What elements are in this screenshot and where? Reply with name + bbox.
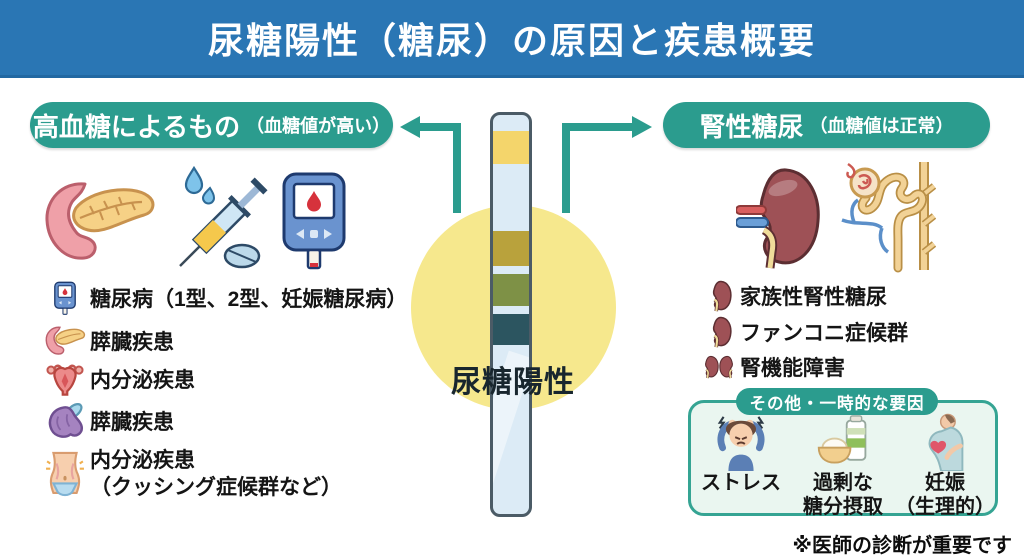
uterus-icon [40, 361, 90, 397]
other-factors-header: その他・一時的な要因 [736, 388, 938, 415]
arrow-left-icon [400, 116, 420, 138]
insulin-syringe-icon [172, 162, 270, 279]
strip-band-yellow [493, 131, 529, 164]
left-header-label: 高血糖によるもの [32, 111, 241, 142]
list-item-line2: （クッシング症候群など） [90, 476, 342, 499]
page-title: 尿糖陽性（糖尿）の原因と疾患概要 [207, 19, 816, 61]
kidneys-pair-icon [698, 352, 740, 382]
pregnancy-icon [920, 409, 970, 471]
stress-person-icon [710, 409, 772, 471]
list-item-label: 膵臓疾患 [90, 411, 174, 434]
strip-band-dark-teal [493, 314, 529, 345]
pancreas-icon [40, 323, 90, 359]
title-bar: 尿糖陽性（糖尿）の原因と疾患概要 [0, 0, 1024, 78]
right-header-label: 腎性糖尿 [699, 111, 804, 142]
spleen-icon [40, 403, 90, 439]
doctor-note: ※医師の診断が重要です [792, 535, 1012, 557]
other-factor-label: ストレス [701, 472, 781, 494]
right-header-note: （血糖値は正常） [809, 116, 954, 136]
left-section-header: 高血糖によるもの （血糖値が高い） [30, 102, 393, 148]
other-factor-label: 過剰な 糖分摂取 [803, 471, 883, 519]
strip-band-olive [493, 274, 529, 306]
list-item-label: 内分泌疾患 （クッシング症候群など） [90, 447, 342, 501]
list-item: 膵臓疾患 [40, 403, 174, 439]
right-section-header: 腎性糖尿 （血糖値は正常） [663, 102, 990, 148]
sugar-intake-icon [815, 409, 871, 471]
strip-label: 尿糖陽性 [451, 366, 575, 399]
other-factor-line2: （生理的） [895, 496, 995, 518]
arrow-left-vertical-bar [453, 123, 461, 213]
list-item: 内分泌疾患 [40, 361, 195, 397]
list-item: 膵臓疾患 [40, 323, 174, 359]
kidney-icon [698, 280, 740, 312]
other-factor-line1: 妊娠 [925, 472, 965, 494]
kidney-icon [698, 316, 740, 348]
list-item-line1: 内分泌疾患 [90, 449, 195, 472]
list-item-label: 糖尿病（1型、2型、妊娠糖尿病） [90, 288, 408, 311]
other-factor-pregnancy: 妊娠 （生理的） [895, 409, 995, 519]
other-factor-label: 妊娠 （生理的） [895, 471, 995, 519]
arrow-right-vertical-bar [562, 123, 570, 213]
glucose-meter-icon [40, 281, 90, 315]
arrow-right-icon [632, 116, 652, 138]
urine-test-strip [490, 112, 532, 517]
list-item: 糖尿病（1型、2型、妊娠糖尿病） [40, 281, 407, 315]
list-item: 家族性腎性糖尿 [698, 280, 887, 312]
list-item: 内分泌疾患 （クッシング症候群など） [40, 447, 342, 501]
list-item-label: 家族性腎性糖尿 [740, 286, 887, 309]
abdomen-icon [40, 450, 90, 498]
list-item-label: 膵臓疾患 [90, 331, 174, 354]
pancreas-icon [38, 172, 160, 277]
other-factor-stress: ストレス [691, 409, 791, 519]
other-factor-line2: 糖分摂取 [803, 496, 883, 518]
left-header-note: （血糖値が高い） [246, 116, 391, 136]
list-item-label: ファンコニ症候群 [740, 322, 908, 345]
other-factors-items: ストレス 過剰な 糖分摂取 [690, 409, 996, 519]
list-item-label: 内分泌疾患 [90, 369, 195, 392]
arrow-right-horizontal-bar [566, 123, 634, 131]
list-item-label: 腎機能障害 [740, 357, 845, 380]
strip-band-mustard [493, 231, 529, 266]
other-factor-sugar: 過剰な 糖分摂取 [793, 409, 893, 519]
kidney-icon [735, 166, 822, 275]
glucose-meter-icon [281, 170, 347, 275]
list-item: ファンコニ症候群 [698, 316, 908, 348]
arrow-left-horizontal-bar [418, 123, 460, 131]
list-item: 腎機能障害 [698, 352, 845, 382]
nephron-icon [836, 160, 937, 279]
other-factor-line1: 過剰な [813, 472, 873, 494]
